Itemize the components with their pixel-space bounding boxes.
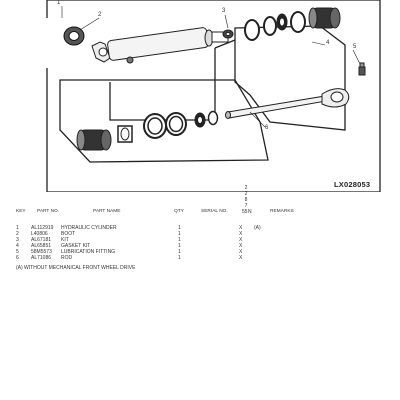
serial-header-char: 2 bbox=[244, 191, 248, 197]
callout-5: 5 bbox=[353, 44, 357, 50]
row-serial-mark: X bbox=[239, 225, 243, 231]
callout-3: 3 bbox=[222, 8, 226, 14]
row-part-no: AL71086 bbox=[31, 255, 52, 261]
row-part-no: AL112919 bbox=[31, 225, 54, 231]
serial-header-char: 5 bbox=[242, 209, 245, 215]
row-key: 4 bbox=[16, 243, 19, 249]
diagram-reference-code: LX028053 bbox=[334, 180, 371, 189]
header-part-name: PART NAME bbox=[93, 209, 121, 214]
row-key: 6 bbox=[16, 255, 19, 261]
callout-2: 2 bbox=[98, 12, 102, 18]
parts-diagram bbox=[46, 0, 381, 192]
table-row: 2 L40806 BOOT 1 X bbox=[0, 231, 400, 237]
row-serial-mark: X bbox=[239, 243, 243, 249]
serial-header-char: 7 bbox=[244, 203, 248, 209]
row-key: 3 bbox=[16, 237, 19, 243]
callout-frame-4 bbox=[59, 79, 269, 163]
leader-lines bbox=[61, 6, 361, 128]
row-part-no: 58M5573 bbox=[31, 249, 52, 255]
callout-6: 6 bbox=[265, 125, 269, 131]
row-serial-mark: X bbox=[239, 237, 243, 243]
row-qty: 1 bbox=[178, 225, 181, 231]
serial-header-char: 2 bbox=[244, 185, 248, 191]
table-row: 5 58M5573 LUBRICATION FITTING 1 X bbox=[0, 249, 400, 255]
row-part-name: LUBRICATION FITTING bbox=[61, 249, 116, 255]
hydraulic-cylinder-part bbox=[91, 27, 229, 64]
fitting-part bbox=[222, 29, 234, 39]
rod-part bbox=[225, 88, 350, 119]
row-key: 1 bbox=[16, 225, 19, 231]
row-qty: 1 bbox=[178, 255, 181, 261]
header-remarks: REMARKS bbox=[270, 209, 294, 214]
table-row: 3 AL67181 KIT 1 X bbox=[0, 237, 400, 243]
table-row: 4 AL65851 GASKET KIT 1 X bbox=[0, 243, 400, 249]
row-part-name: KIT bbox=[61, 237, 69, 243]
boot-part bbox=[63, 26, 85, 46]
seal-kit-upper bbox=[244, 7, 341, 41]
header-part-no: PART NO. bbox=[37, 209, 60, 214]
callout-1: 1 bbox=[57, 0, 61, 6]
table-row: 6 AL71086 ROD 1 X bbox=[0, 255, 400, 261]
serial-column-header: 2 2 8 7 5 5 N bbox=[242, 185, 252, 215]
row-serial-mark: X bbox=[239, 231, 243, 237]
row-serial-mark: X bbox=[239, 249, 243, 255]
row-qty: 1 bbox=[178, 243, 181, 249]
row-part-no: AL65851 bbox=[31, 243, 52, 249]
table-row: 1 AL112919 HYDRAULIC CYLINDER 1 X (A) bbox=[0, 225, 400, 231]
row-part-name: ROD bbox=[61, 255, 73, 261]
row-qty: 1 bbox=[178, 249, 181, 255]
serial-header-char: 8 bbox=[244, 197, 248, 203]
header-qty: QTY bbox=[174, 209, 184, 214]
serial-header-char: N bbox=[248, 209, 252, 215]
callout-4: 4 bbox=[326, 40, 330, 46]
header-serial-no: SERIAL NO. bbox=[201, 209, 228, 214]
row-serial-mark: X bbox=[239, 255, 243, 261]
callout-frame-1 bbox=[46, 0, 381, 192]
footnote: (A) WITHOUT MECHANICAL FRONT WHEEL DRIVE bbox=[16, 265, 136, 271]
lubrication-fitting-part bbox=[358, 62, 366, 76]
row-part-no: AL67181 bbox=[31, 237, 52, 243]
row-part-name: BOOT bbox=[61, 231, 76, 237]
row-key: 5 bbox=[16, 249, 19, 255]
row-remarks: (A) bbox=[254, 225, 261, 231]
row-qty: 1 bbox=[178, 231, 181, 237]
row-key: 2 bbox=[16, 231, 19, 237]
row-qty: 1 bbox=[178, 237, 181, 243]
seal-kit-lower bbox=[76, 110, 219, 151]
row-part-name: GASKET KIT bbox=[61, 243, 91, 249]
row-part-no: L40806 bbox=[31, 231, 48, 237]
row-part-name: HYDRAULIC CYLINDER bbox=[61, 225, 117, 231]
serial-header-char: 5 bbox=[244, 209, 248, 215]
header-key: KEY bbox=[16, 209, 26, 214]
